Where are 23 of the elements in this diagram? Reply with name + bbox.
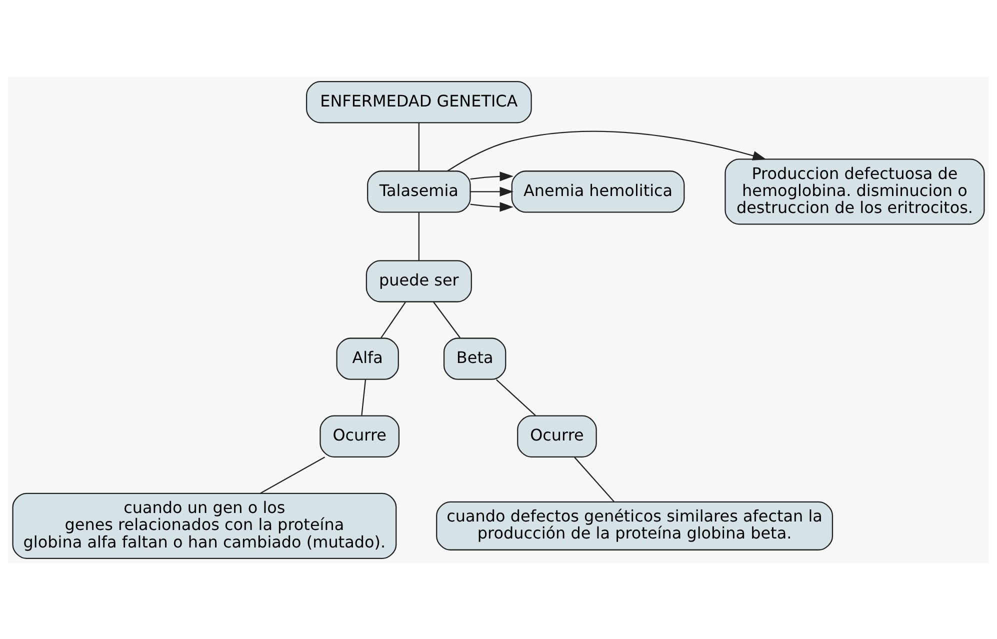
connector [418, 212, 420, 260]
node-box: ENFERMEDAD GENETICA [306, 80, 532, 123]
node-box: Beta [443, 337, 506, 380]
connector [496, 378, 536, 416]
node-box: cuando defectos genéticos similares afectan la producción de la proteína globina beta. [436, 500, 834, 550]
node-box: puede ser [366, 260, 472, 302]
node-box: Produccion defectuosa de hemoglobina. disminucion o destruccion de los eritrocitos. [724, 158, 985, 224]
node-box: Talasemia [367, 170, 471, 212]
node-box: Alfa [336, 337, 399, 380]
connector [574, 456, 614, 502]
connector [380, 301, 406, 338]
connector [433, 301, 460, 338]
arrow [447, 130, 766, 171]
node-box: Anemia hemolitica [511, 170, 685, 212]
connector [361, 379, 366, 415]
arrow [470, 171, 514, 181]
arrow [470, 186, 514, 196]
connector [418, 122, 420, 171]
node-box: Ocurre [517, 414, 597, 457]
node-box: cuando un gen o los genes relacionados con la proteína globina alfa faltan o han cambiado (mutado). [12, 492, 397, 558]
arrow [470, 202, 514, 212]
connector [260, 456, 326, 494]
node-box: Ocurre [320, 414, 400, 457]
